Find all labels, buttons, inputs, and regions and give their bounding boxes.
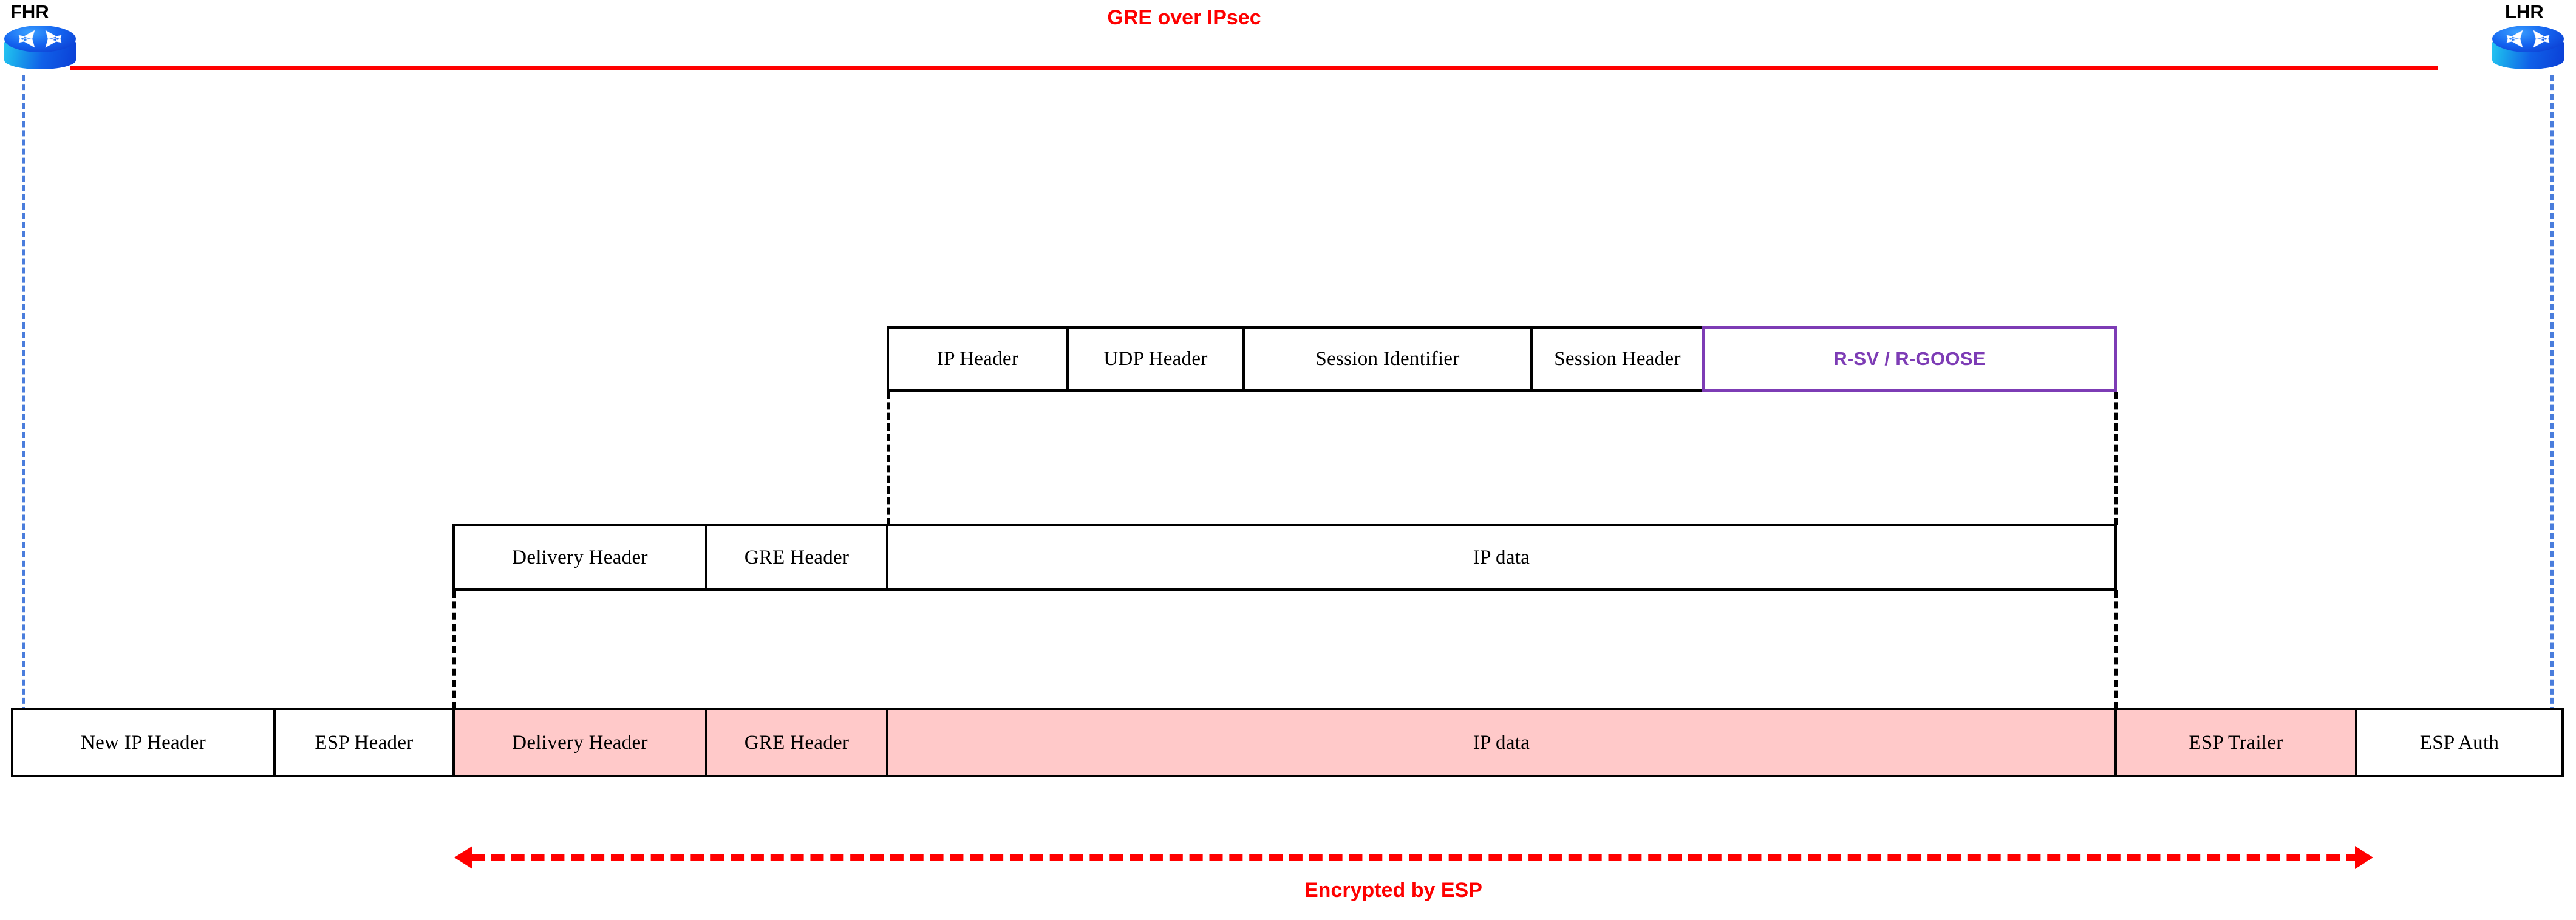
field-session-identifier: Session Identifier [1242,326,1533,392]
field-delivery-header-gre: Delivery Header [452,524,707,591]
esp-span-arrow-right [2355,846,2373,869]
connector-app-left [887,392,890,525]
field-esp-header: ESP Header [273,708,455,777]
router-top [2492,26,2564,52]
router-arrows-icon [2506,30,2550,48]
encrypted-by-esp-label: Encrypted by ESP [1304,879,1482,902]
field-esp-trailer: ESP Trailer [2114,708,2357,777]
field-esp-auth: ESP Auth [2355,708,2564,777]
field-delivery-header-esp: Delivery Header [452,708,707,777]
esp-span-line [471,854,2360,861]
field-session-header: Session Header [1531,326,1704,392]
fhr-router-icon [4,26,76,70]
gre-over-ipsec-tunnel-line [70,66,2438,70]
router-top [4,26,76,52]
lhr-router-icon [2492,26,2564,70]
field-ip-header: IP Header [887,326,1069,392]
field-gre-header-gre: GRE Header [705,524,888,591]
lhr-label: LHR [2505,1,2544,22]
field-gre-header-esp: GRE Header [705,708,888,777]
connector-app-right [2114,392,2118,525]
fhr-boundary-line [22,75,25,713]
field-ip-data-esp: IP data [886,708,2117,777]
tunnel-title: GRE over IPsec [1107,6,1261,29]
router-arrows-icon [18,30,62,48]
connector-gre-right [2114,590,2118,709]
lhr-boundary-line [2550,75,2554,713]
fhr-label: FHR [10,1,49,22]
esp-span-arrow-left [454,846,472,869]
field-udp-header: UDP Header [1067,326,1244,392]
connector-gre-left [452,590,456,709]
field-new-ip-header: New IP Header [11,708,276,777]
field-ip-data-gre: IP data [886,524,2117,591]
field-r-sv-r-goose: R-SV / R-GOOSE [1702,326,2117,392]
